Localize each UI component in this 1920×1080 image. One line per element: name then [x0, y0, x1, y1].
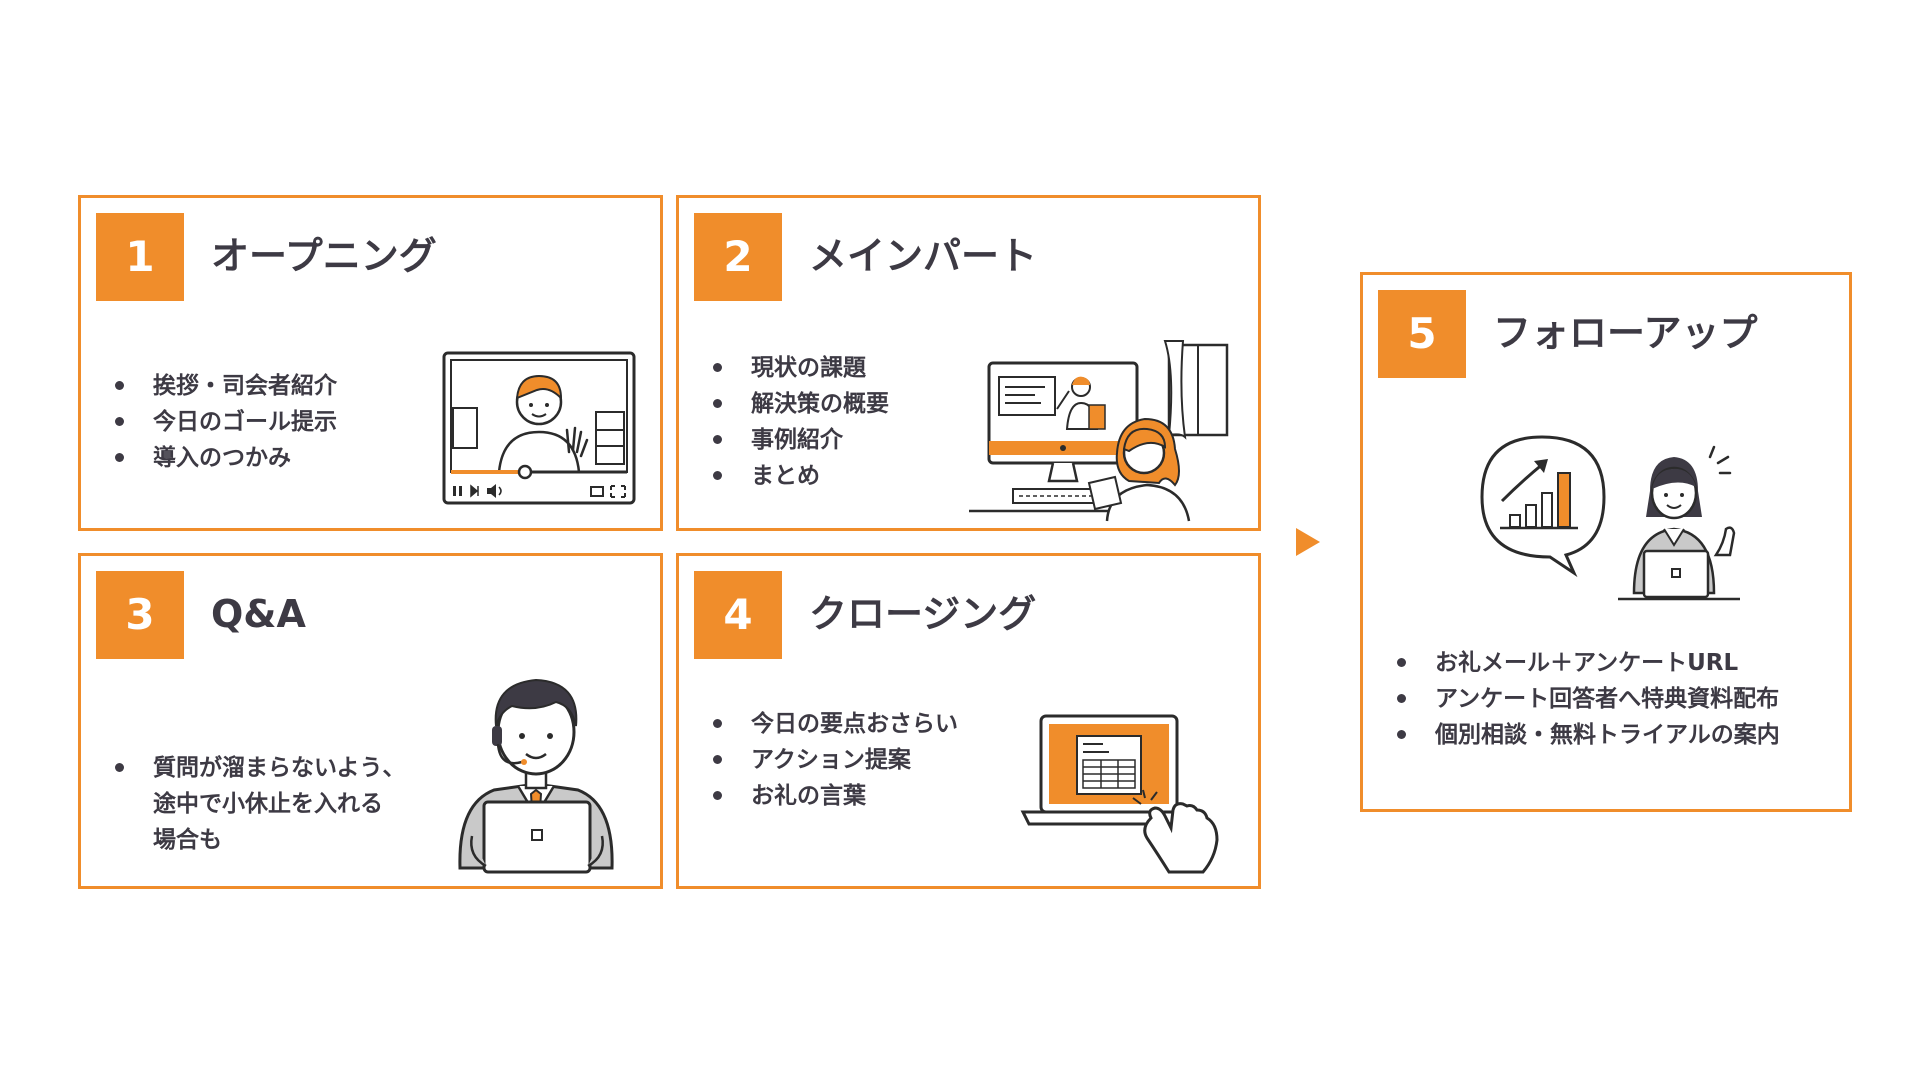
bullet-list: お礼メール＋アンケートURL アンケート回答者へ特典資料配布 個別相談・無料トラ…	[1395, 645, 1780, 753]
bullet-list: 挨拶・司会者紹介 今日のゴール提示 導入のつかみ	[113, 368, 337, 476]
list-item: アンケート回答者へ特典資料配布	[1395, 681, 1780, 717]
laptop-touch-illustration	[1020, 714, 1219, 874]
list-item: 今日の要点おさらい	[711, 706, 958, 742]
webinar-viewer-illustration	[969, 340, 1229, 522]
list-item: 現状の課題	[711, 350, 889, 386]
list-item: 質問が溜まらないよう、 途中で小休止を入れる 場合も	[113, 750, 406, 858]
step-title: フォローアップ	[1493, 311, 1758, 355]
step-number-badge: 2	[694, 213, 782, 301]
growth-chart-woman-illustration	[1480, 435, 1740, 601]
step-card-2: 2 メインパート 現状の課題 解決策の概要 事例紹介 まとめ	[676, 195, 1261, 531]
list-item: まとめ	[711, 458, 889, 494]
list-item: アクション提案	[711, 742, 958, 778]
list-item: 挨拶・司会者紹介	[113, 368, 337, 404]
step-card-1: 1 オープニング 挨拶・司会者紹介 今日のゴール提示 導入のつかみ	[78, 195, 663, 531]
list-item: 事例紹介	[711, 422, 889, 458]
list-item: お礼メール＋アンケートURL	[1395, 645, 1780, 681]
step-card-3: 3 Q&A 質問が溜まらないよう、 途中で小休止を入れる 場合も	[78, 553, 663, 889]
step-number-badge: 4	[694, 571, 782, 659]
step-number-badge: 3	[96, 571, 184, 659]
step-card-5: 5 フォローアップ お礼メール＋アンケートURL アンケート回答者へ特典資料配布…	[1360, 272, 1852, 812]
video-player-presenter-illustration	[442, 351, 636, 505]
list-item: 導入のつかみ	[113, 440, 337, 476]
triangle-right-icon	[1296, 528, 1320, 556]
list-item: お礼の言葉	[711, 778, 958, 814]
list-item: 今日のゴール提示	[113, 404, 337, 440]
step-title: メインパート	[809, 234, 1038, 278]
step-title: オープニング	[211, 234, 437, 278]
list-item: 解決策の概要	[711, 386, 889, 422]
bullet-list: 今日の要点おさらい アクション提案 お礼の言葉	[711, 706, 958, 814]
step-title: Q&A	[211, 592, 306, 636]
headset-businessman-illustration	[458, 678, 614, 874]
step-title: クロージング	[809, 592, 1037, 636]
step-card-4: 4 クロージング 今日の要点おさらい アクション提案 お礼の言葉	[676, 553, 1261, 889]
step-number-badge: 5	[1378, 290, 1466, 378]
bullet-list: 現状の課題 解決策の概要 事例紹介 まとめ	[711, 350, 889, 494]
step-number-badge: 1	[96, 213, 184, 301]
list-item: 個別相談・無料トライアルの案内	[1395, 717, 1780, 753]
bullet-list: 質問が溜まらないよう、 途中で小休止を入れる 場合も	[113, 714, 406, 894]
